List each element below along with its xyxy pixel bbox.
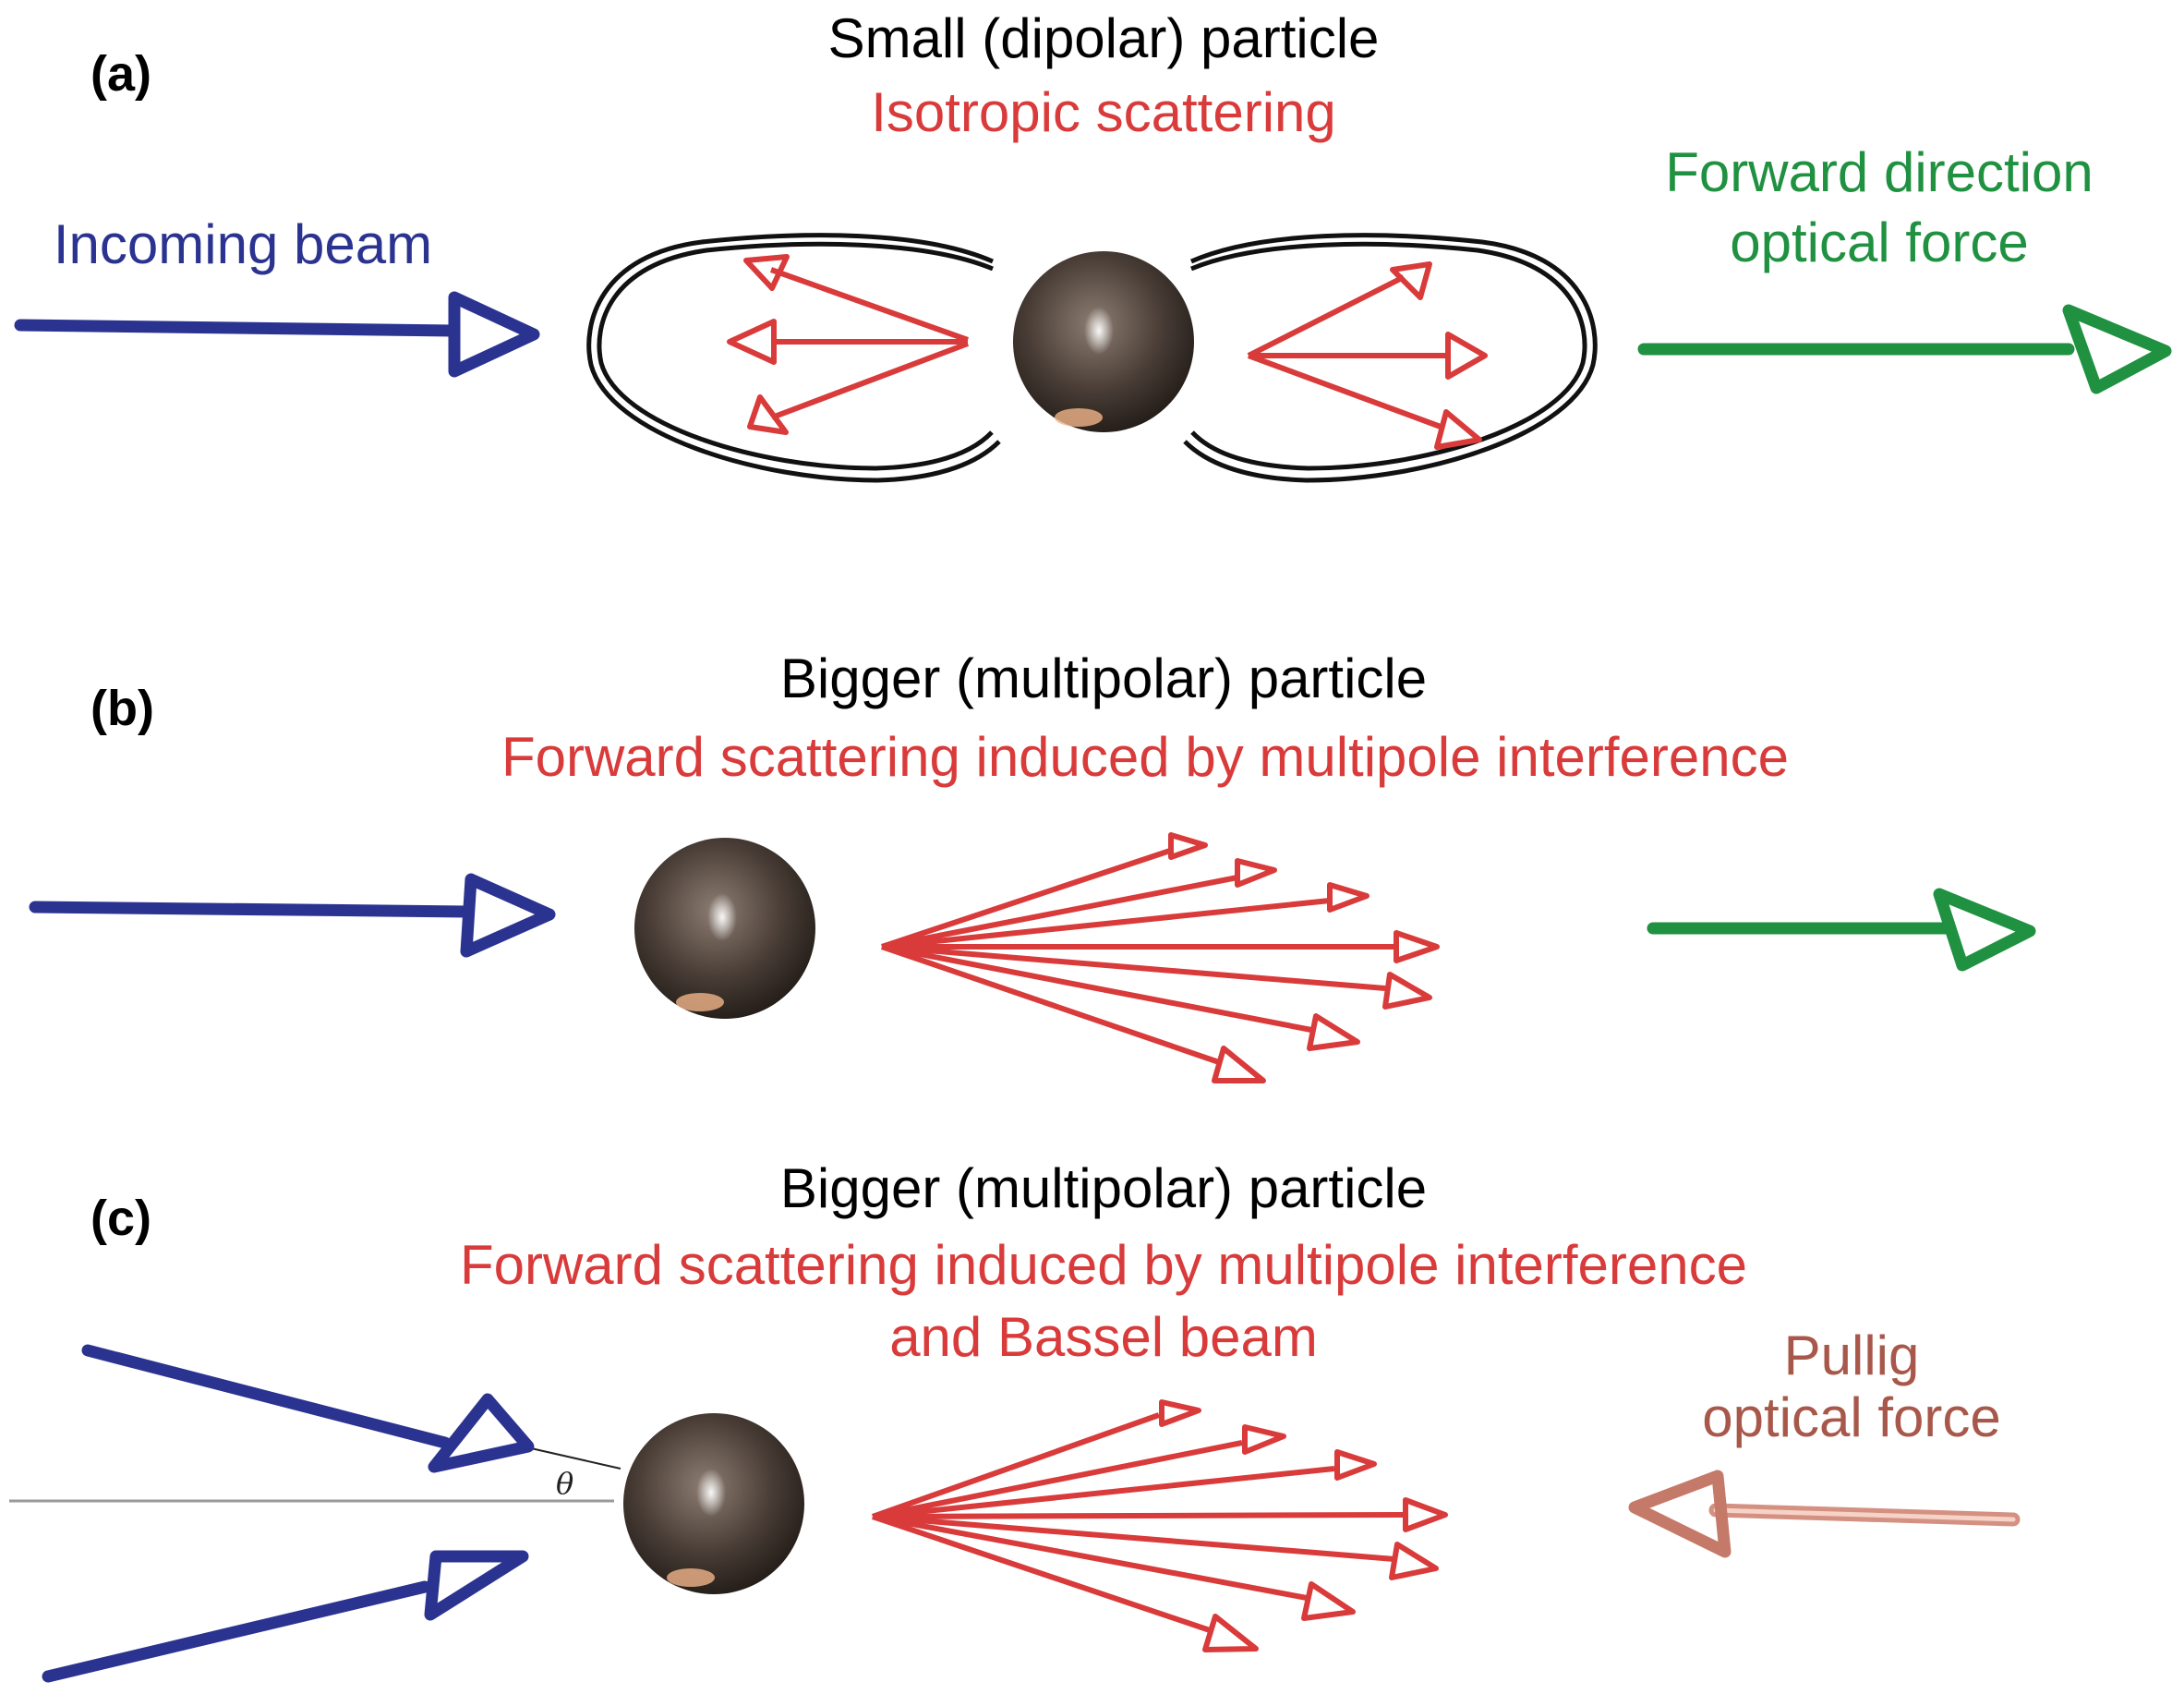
- forward-scatter-fan: [871, 1399, 1448, 1652]
- isotropic-scatter-arrows-right: [1247, 261, 1488, 450]
- panel-c-label: (c): [90, 1191, 151, 1246]
- panel-b: (b) Bigger (multipolar) particle Forward…: [29, 647, 2036, 1083]
- isotropic-scatter-arrows-left: [727, 254, 970, 435]
- bessel-beam-upper-arrow-icon: [81, 1344, 535, 1473]
- forward-force-arrow-icon: [1637, 304, 2172, 394]
- panel-c-subtitle-line1: Forward scattering induced by multipole …: [460, 1234, 1747, 1296]
- panel-b-label: (b): [90, 681, 154, 736]
- panel-a-label: (a): [90, 46, 151, 102]
- panel-c: (c) Bigger (multipolar) particle Forward…: [9, 1157, 2021, 1683]
- forward-scatter-fan: [881, 832, 1440, 1083]
- panel-a-title: Small (dipolar) particle: [828, 7, 1380, 69]
- dipole-radiation-lobes: [586, 233, 1598, 483]
- bessel-beam-lower-arrow-icon: [42, 1550, 529, 1683]
- small-particle-icon: [1013, 251, 1194, 432]
- forward-force-label-line1: Forward direction: [1665, 141, 2094, 203]
- panel-a-subtitle: Isotropic scattering: [871, 81, 1336, 143]
- pulling-force-arrow-icon: [1628, 1470, 2021, 1558]
- panel-a: (a) Small (dipolar) particle Isotropic s…: [14, 7, 2172, 483]
- incoming-beam-label: Incoming beam: [54, 213, 432, 275]
- pulling-force-label-line1: Pullig: [1784, 1325, 1920, 1386]
- incoming-beam-arrow-icon: [14, 291, 540, 378]
- incoming-beam-arrow-icon: [29, 873, 556, 958]
- panel-b-title: Bigger (multipolar) particle: [780, 647, 1427, 709]
- pulling-force-label-line2: optical force: [1702, 1386, 2001, 1448]
- panel-c-title: Bigger (multipolar) particle: [780, 1157, 1427, 1219]
- angle-theta-symbol: θ: [556, 1466, 573, 1501]
- panel-b-subtitle: Forward scattering induced by multipole …: [501, 726, 1789, 788]
- angle-ray-line: [530, 1447, 621, 1470]
- multipolar-particle-icon: [634, 838, 815, 1019]
- forward-force-label-line2: optical force: [1730, 212, 2029, 273]
- panel-c-subtitle-line2: and Bassel beam: [889, 1306, 1318, 1368]
- multipolar-particle-icon: [623, 1413, 804, 1594]
- forward-force-arrow-icon: [1647, 888, 2036, 972]
